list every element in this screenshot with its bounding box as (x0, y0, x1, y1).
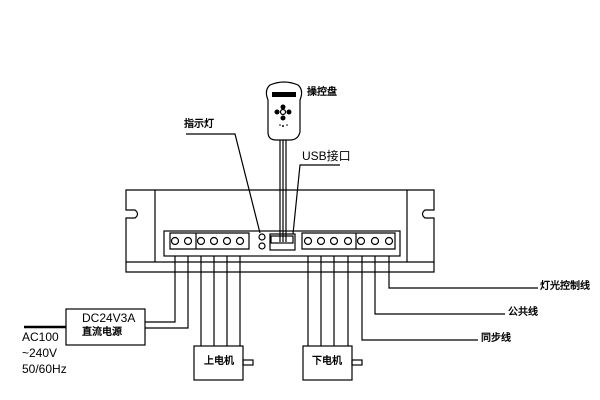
terminal-screw (370, 236, 380, 246)
terminal-screw (329, 236, 339, 246)
indicator-label: 指示灯 (184, 119, 214, 130)
common-label: 公共线 (508, 307, 538, 318)
terminal-screw (183, 236, 193, 246)
upper-motor-label: 上电机 (204, 356, 234, 367)
light-control-wire (388, 256, 538, 289)
terminal-screw (170, 236, 180, 246)
ac-voltage-label-1: AC100 (22, 330, 59, 344)
lower-motor-shaft (351, 359, 363, 366)
sync-label: 同步线 (481, 333, 511, 344)
terminal-screw (303, 236, 313, 246)
terminal-screw (356, 236, 366, 246)
psu-model-label: DC24V3A (82, 311, 136, 325)
upper-motor-shaft (242, 359, 254, 366)
terminal-screw (343, 236, 353, 246)
indicator-led (258, 233, 266, 241)
sync-wire (361, 256, 478, 341)
ac-voltage-label-2: ~240V (22, 346, 58, 360)
left-terminal-block (169, 232, 250, 250)
terminal-screw (222, 236, 232, 246)
pendant-controller (265, 81, 303, 141)
usb-leader (292, 164, 340, 235)
terminal-screw (384, 236, 394, 246)
terminal-screw (235, 236, 245, 246)
terminal-screw (196, 236, 206, 246)
terminal-screw (209, 236, 219, 246)
pendant-cable (279, 140, 287, 242)
indicator-leader (186, 133, 261, 234)
lower-motor-label: 下电机 (312, 356, 342, 367)
pendant-label: 操控盘 (307, 87, 337, 98)
common-wire (374, 256, 505, 315)
light-control-label: 灯光控制线 (540, 281, 590, 292)
terminal-screw (316, 236, 326, 246)
usb-label: USB接口 (302, 149, 351, 163)
right-terminal-block (301, 232, 396, 250)
psu-wire-1 (145, 256, 176, 323)
psu-wire-2 (145, 256, 189, 329)
controller-housing (125, 189, 435, 273)
psu-name-label: 直流电源 (82, 327, 122, 338)
ac-frequency-label: 50/60Hz (22, 362, 67, 376)
indicator-led-2 (258, 242, 266, 250)
